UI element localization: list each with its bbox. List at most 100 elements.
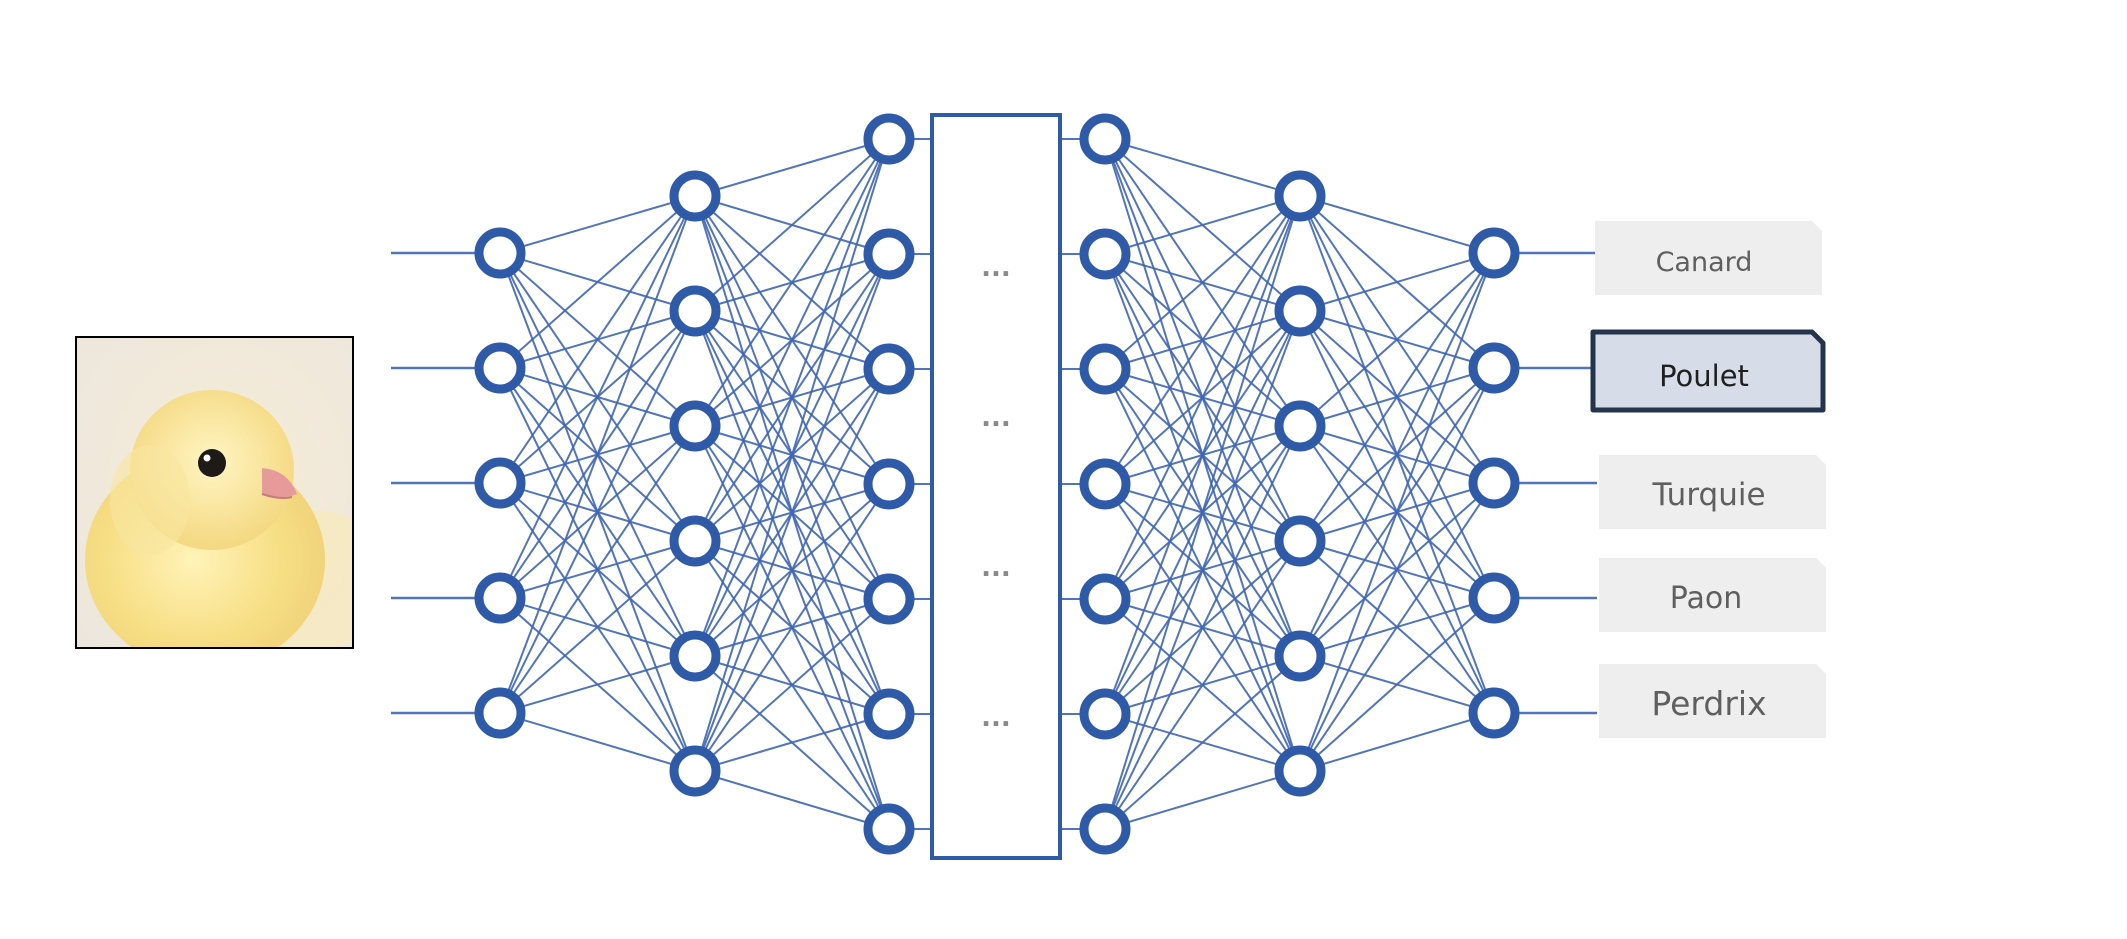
node-layer6-3 bbox=[1468, 457, 1520, 509]
connection bbox=[694, 713, 890, 772]
ellipsis-4: ... bbox=[981, 703, 1011, 733]
node-layer1-1 bbox=[474, 227, 526, 279]
connection bbox=[694, 138, 890, 427]
connection bbox=[499, 195, 696, 254]
node-layer5-4 bbox=[1274, 515, 1326, 567]
node-layer2-4 bbox=[669, 515, 721, 567]
chick-eye bbox=[198, 449, 226, 477]
connection bbox=[694, 138, 890, 772]
connection bbox=[1299, 252, 1495, 312]
input-chick-photo bbox=[75, 336, 354, 649]
output-label-text: Turquie bbox=[1651, 477, 1765, 513]
node-layer5-1 bbox=[1274, 170, 1326, 222]
connection bbox=[499, 195, 696, 369]
node-layer2-1 bbox=[669, 170, 721, 222]
connection bbox=[1299, 597, 1495, 772]
nodes bbox=[474, 113, 1520, 855]
connection bbox=[1299, 195, 1495, 254]
node-layer5-6 bbox=[1274, 745, 1326, 797]
node-layer3-3 bbox=[863, 343, 915, 395]
output-label-turquie: Turquie bbox=[1599, 455, 1826, 529]
connection bbox=[1104, 138, 1301, 197]
connection bbox=[1104, 425, 1301, 830]
node-layer5-5 bbox=[1274, 630, 1326, 682]
connection bbox=[694, 368, 890, 772]
output-label-perdrix: Perdrix bbox=[1599, 664, 1826, 738]
node-layer5-3 bbox=[1274, 400, 1326, 452]
connection bbox=[1104, 195, 1301, 370]
connection bbox=[499, 310, 696, 714]
connection bbox=[694, 138, 890, 197]
node-layer2-5 bbox=[669, 630, 721, 682]
output-label-poulet-selected: Poulet bbox=[1590, 329, 1826, 413]
node-layer3-2 bbox=[863, 228, 915, 280]
connection bbox=[694, 598, 890, 772]
node-layer1-4 bbox=[474, 572, 526, 624]
ellipsis-3: ... bbox=[981, 553, 1011, 583]
connection bbox=[499, 712, 696, 772]
connection bbox=[499, 425, 696, 714]
connection bbox=[1104, 195, 1301, 485]
connection bbox=[1299, 252, 1495, 542]
node-layer6-2 bbox=[1468, 342, 1520, 394]
connection bbox=[1104, 540, 1301, 830]
node-layer2-3 bbox=[669, 400, 721, 452]
connection bbox=[499, 540, 696, 714]
output-label-canard: Canard bbox=[1595, 221, 1822, 295]
node-layer5-2 bbox=[1274, 285, 1326, 337]
output-label-paon: Paon bbox=[1599, 558, 1826, 632]
node-layer1-2 bbox=[474, 342, 526, 394]
output-labels: Canard Poulet Turquie Paon Perdrix bbox=[1590, 221, 1826, 738]
connection bbox=[1299, 712, 1495, 772]
connection bbox=[1104, 195, 1301, 830]
node-layer3-1 bbox=[863, 113, 915, 165]
connection bbox=[1104, 310, 1301, 830]
connection bbox=[499, 655, 696, 714]
connection bbox=[499, 195, 696, 714]
node-layer3-7 bbox=[863, 803, 915, 855]
node-layer3-4 bbox=[863, 458, 915, 510]
connection bbox=[1299, 252, 1495, 657]
connection bbox=[1104, 195, 1301, 600]
output-label-text: Perdrix bbox=[1651, 684, 1766, 723]
connection bbox=[499, 195, 696, 599]
output-label-text: Poulet bbox=[1659, 359, 1749, 393]
output-label-text: Paon bbox=[1670, 581, 1743, 616]
node-layer4-7 bbox=[1079, 803, 1131, 855]
connection bbox=[1104, 770, 1301, 830]
node-layer4-6 bbox=[1079, 688, 1131, 740]
connection bbox=[694, 138, 890, 312]
node-layer1-3 bbox=[474, 457, 526, 509]
connection bbox=[694, 483, 890, 772]
connection bbox=[499, 195, 696, 484]
connection bbox=[694, 138, 890, 542]
connections bbox=[499, 138, 1495, 830]
node-layer4-1 bbox=[1079, 113, 1131, 165]
connection bbox=[1104, 655, 1301, 830]
connection bbox=[694, 138, 890, 657]
node-layer4-4 bbox=[1079, 458, 1131, 510]
node-layer1-5 bbox=[474, 687, 526, 739]
node-layer3-6 bbox=[863, 688, 915, 740]
node-layer6-1 bbox=[1468, 227, 1520, 279]
node-layer3-5 bbox=[863, 573, 915, 625]
chick-beak bbox=[262, 468, 297, 497]
node-layer4-2 bbox=[1079, 228, 1131, 280]
connection bbox=[1299, 252, 1495, 427]
node-layer2-2 bbox=[669, 285, 721, 337]
connection bbox=[1299, 252, 1495, 772]
node-layer4-5 bbox=[1079, 573, 1131, 625]
connection bbox=[1104, 195, 1301, 255]
connection bbox=[694, 770, 890, 830]
connection bbox=[1299, 367, 1495, 772]
node-layer6-4 bbox=[1468, 572, 1520, 624]
hidden-layers-block: ... ... ... ... bbox=[930, 113, 1062, 860]
node-layer6-5 bbox=[1468, 687, 1520, 739]
connection bbox=[694, 253, 890, 772]
output-label-text: Canard bbox=[1656, 247, 1753, 278]
node-layer2-6 bbox=[669, 745, 721, 797]
connection bbox=[1104, 195, 1301, 715]
ellipsis-1: ... bbox=[981, 253, 1011, 283]
node-layer4-3 bbox=[1079, 343, 1131, 395]
